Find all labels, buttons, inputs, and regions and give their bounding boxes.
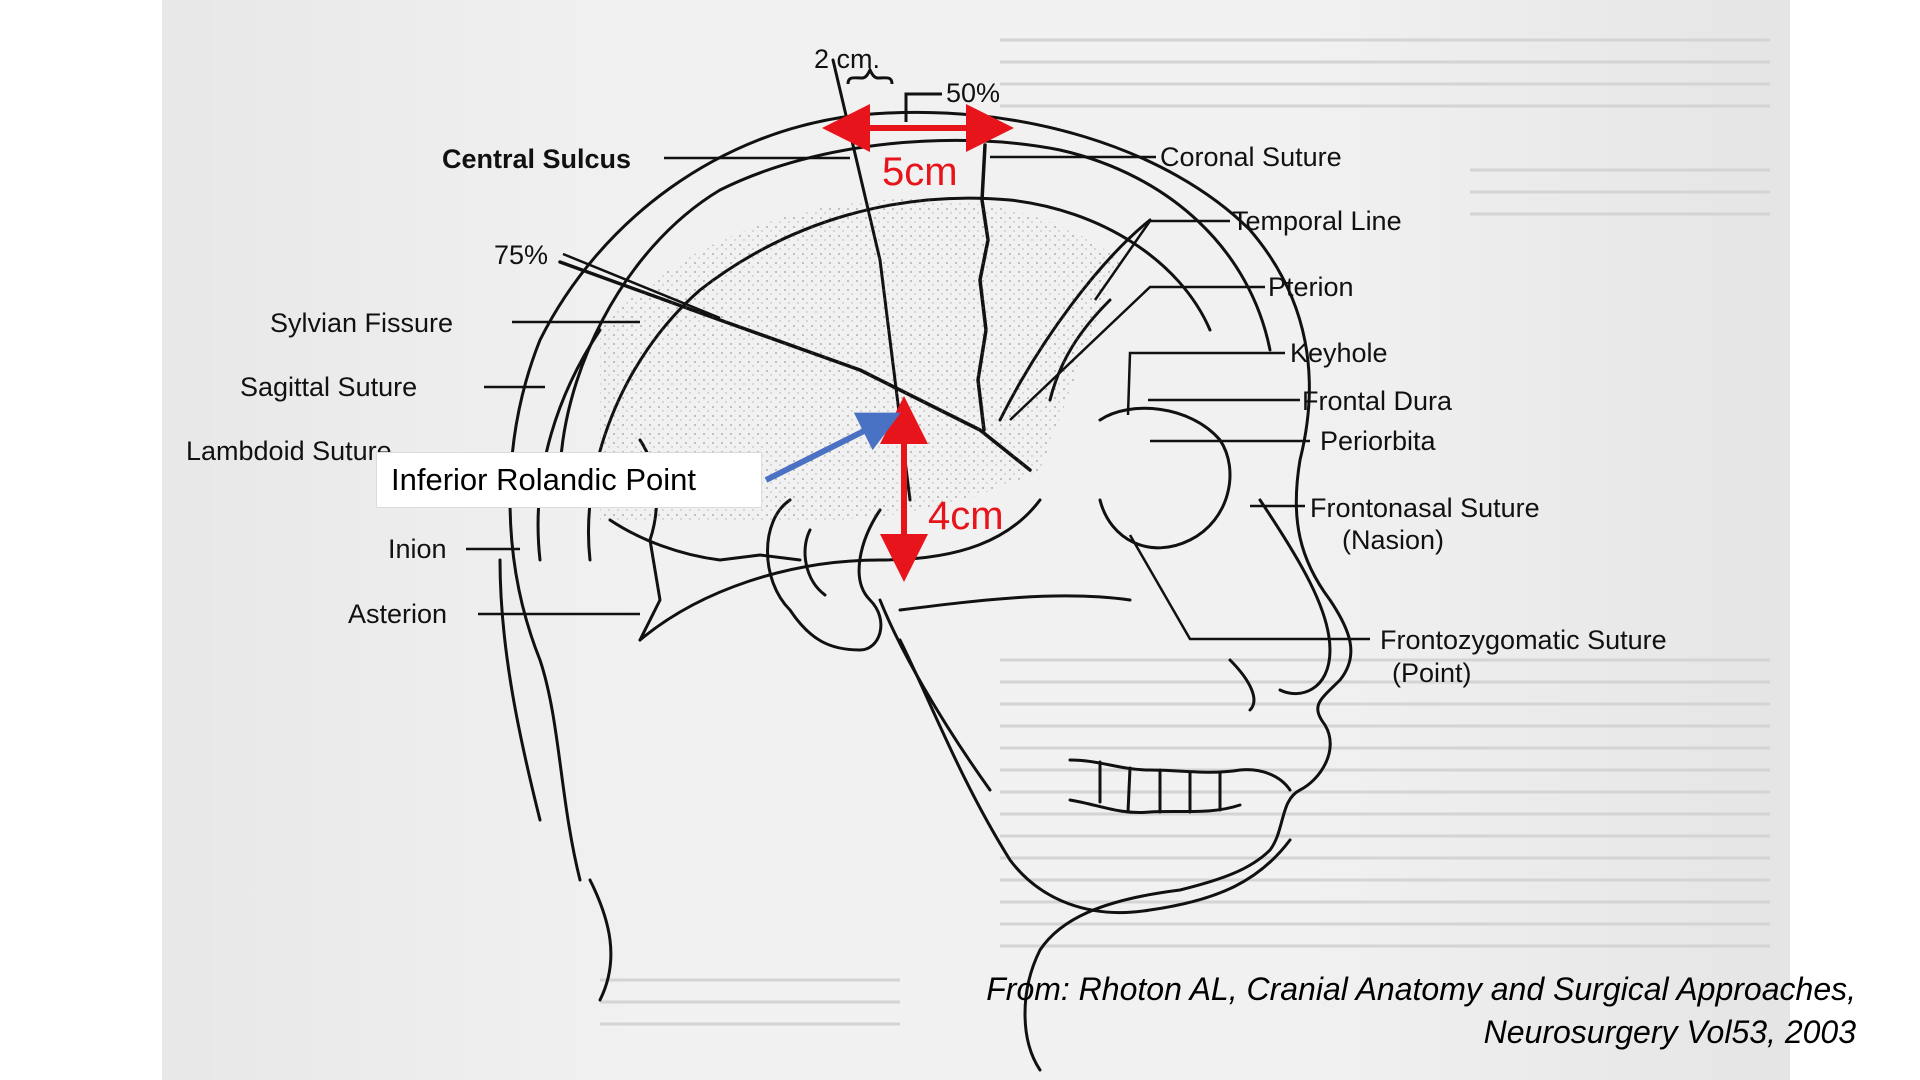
leader-75pct xyxy=(562,252,721,320)
label-lambdoid-suture: Lambdoid Suture xyxy=(186,436,392,466)
leader-temporal-line xyxy=(1093,219,1230,301)
label-frontonasal-suture: Frontonasal Suture xyxy=(1310,493,1540,523)
citation: From: Rhoton AL, Cranial Anatomy and Sur… xyxy=(986,968,1856,1054)
label-asterion: Asterion xyxy=(348,599,448,629)
label-inion: Inion xyxy=(388,534,447,564)
leader-frontozygomatic xyxy=(1128,534,1370,641)
label-nasion: (Nasion) xyxy=(1342,525,1445,555)
label-5cm: 5cm xyxy=(882,150,958,194)
label-keyhole: Keyhole xyxy=(1290,338,1388,368)
label-4cm: 4cm xyxy=(928,494,1004,538)
citation-line-1: From: Rhoton AL, Cranial Anatomy and Sur… xyxy=(986,971,1856,1007)
citation-line-2: Neurosurgery Vol53, 2003 xyxy=(1483,1013,1856,1050)
two-cm-bracket xyxy=(846,66,894,85)
background-text-lines xyxy=(600,38,1770,1026)
leader-lines xyxy=(466,155,1370,641)
irp-pointer-arrow xyxy=(764,412,901,483)
label-periorbita: Periorbita xyxy=(1320,426,1436,456)
bone-stipple xyxy=(600,199,1120,520)
label-75pct: 75% xyxy=(494,240,549,270)
fifty-pct-tick xyxy=(904,92,942,122)
label-pterion: Pterion xyxy=(1268,272,1354,302)
label-frontozygomatic-suture: Frontozygomatic Suture xyxy=(1380,625,1667,655)
label-sylvian-fissure: Sylvian Fissure xyxy=(270,308,454,338)
label-temporal-line: Temporal Line xyxy=(1232,206,1402,236)
leader-keyhole xyxy=(1126,351,1285,416)
label-coronal-suture: Coronal Suture xyxy=(1160,142,1342,172)
scanned-page xyxy=(162,0,1790,1080)
leader-pterion xyxy=(1009,285,1265,421)
label-central-sulcus: Central Sulcus xyxy=(442,144,632,174)
label-frontal-dura: Frontal Dura xyxy=(1302,386,1453,416)
label-2cm: 2 cm. xyxy=(814,44,881,74)
label-sagittal-suture: Sagittal Suture xyxy=(240,372,418,402)
label-fz-point: (Point) xyxy=(1392,658,1472,688)
label-50pct: 50% xyxy=(946,78,1001,108)
inferior-rolandic-point-callout: Inferior Rolandic Point xyxy=(376,452,762,508)
